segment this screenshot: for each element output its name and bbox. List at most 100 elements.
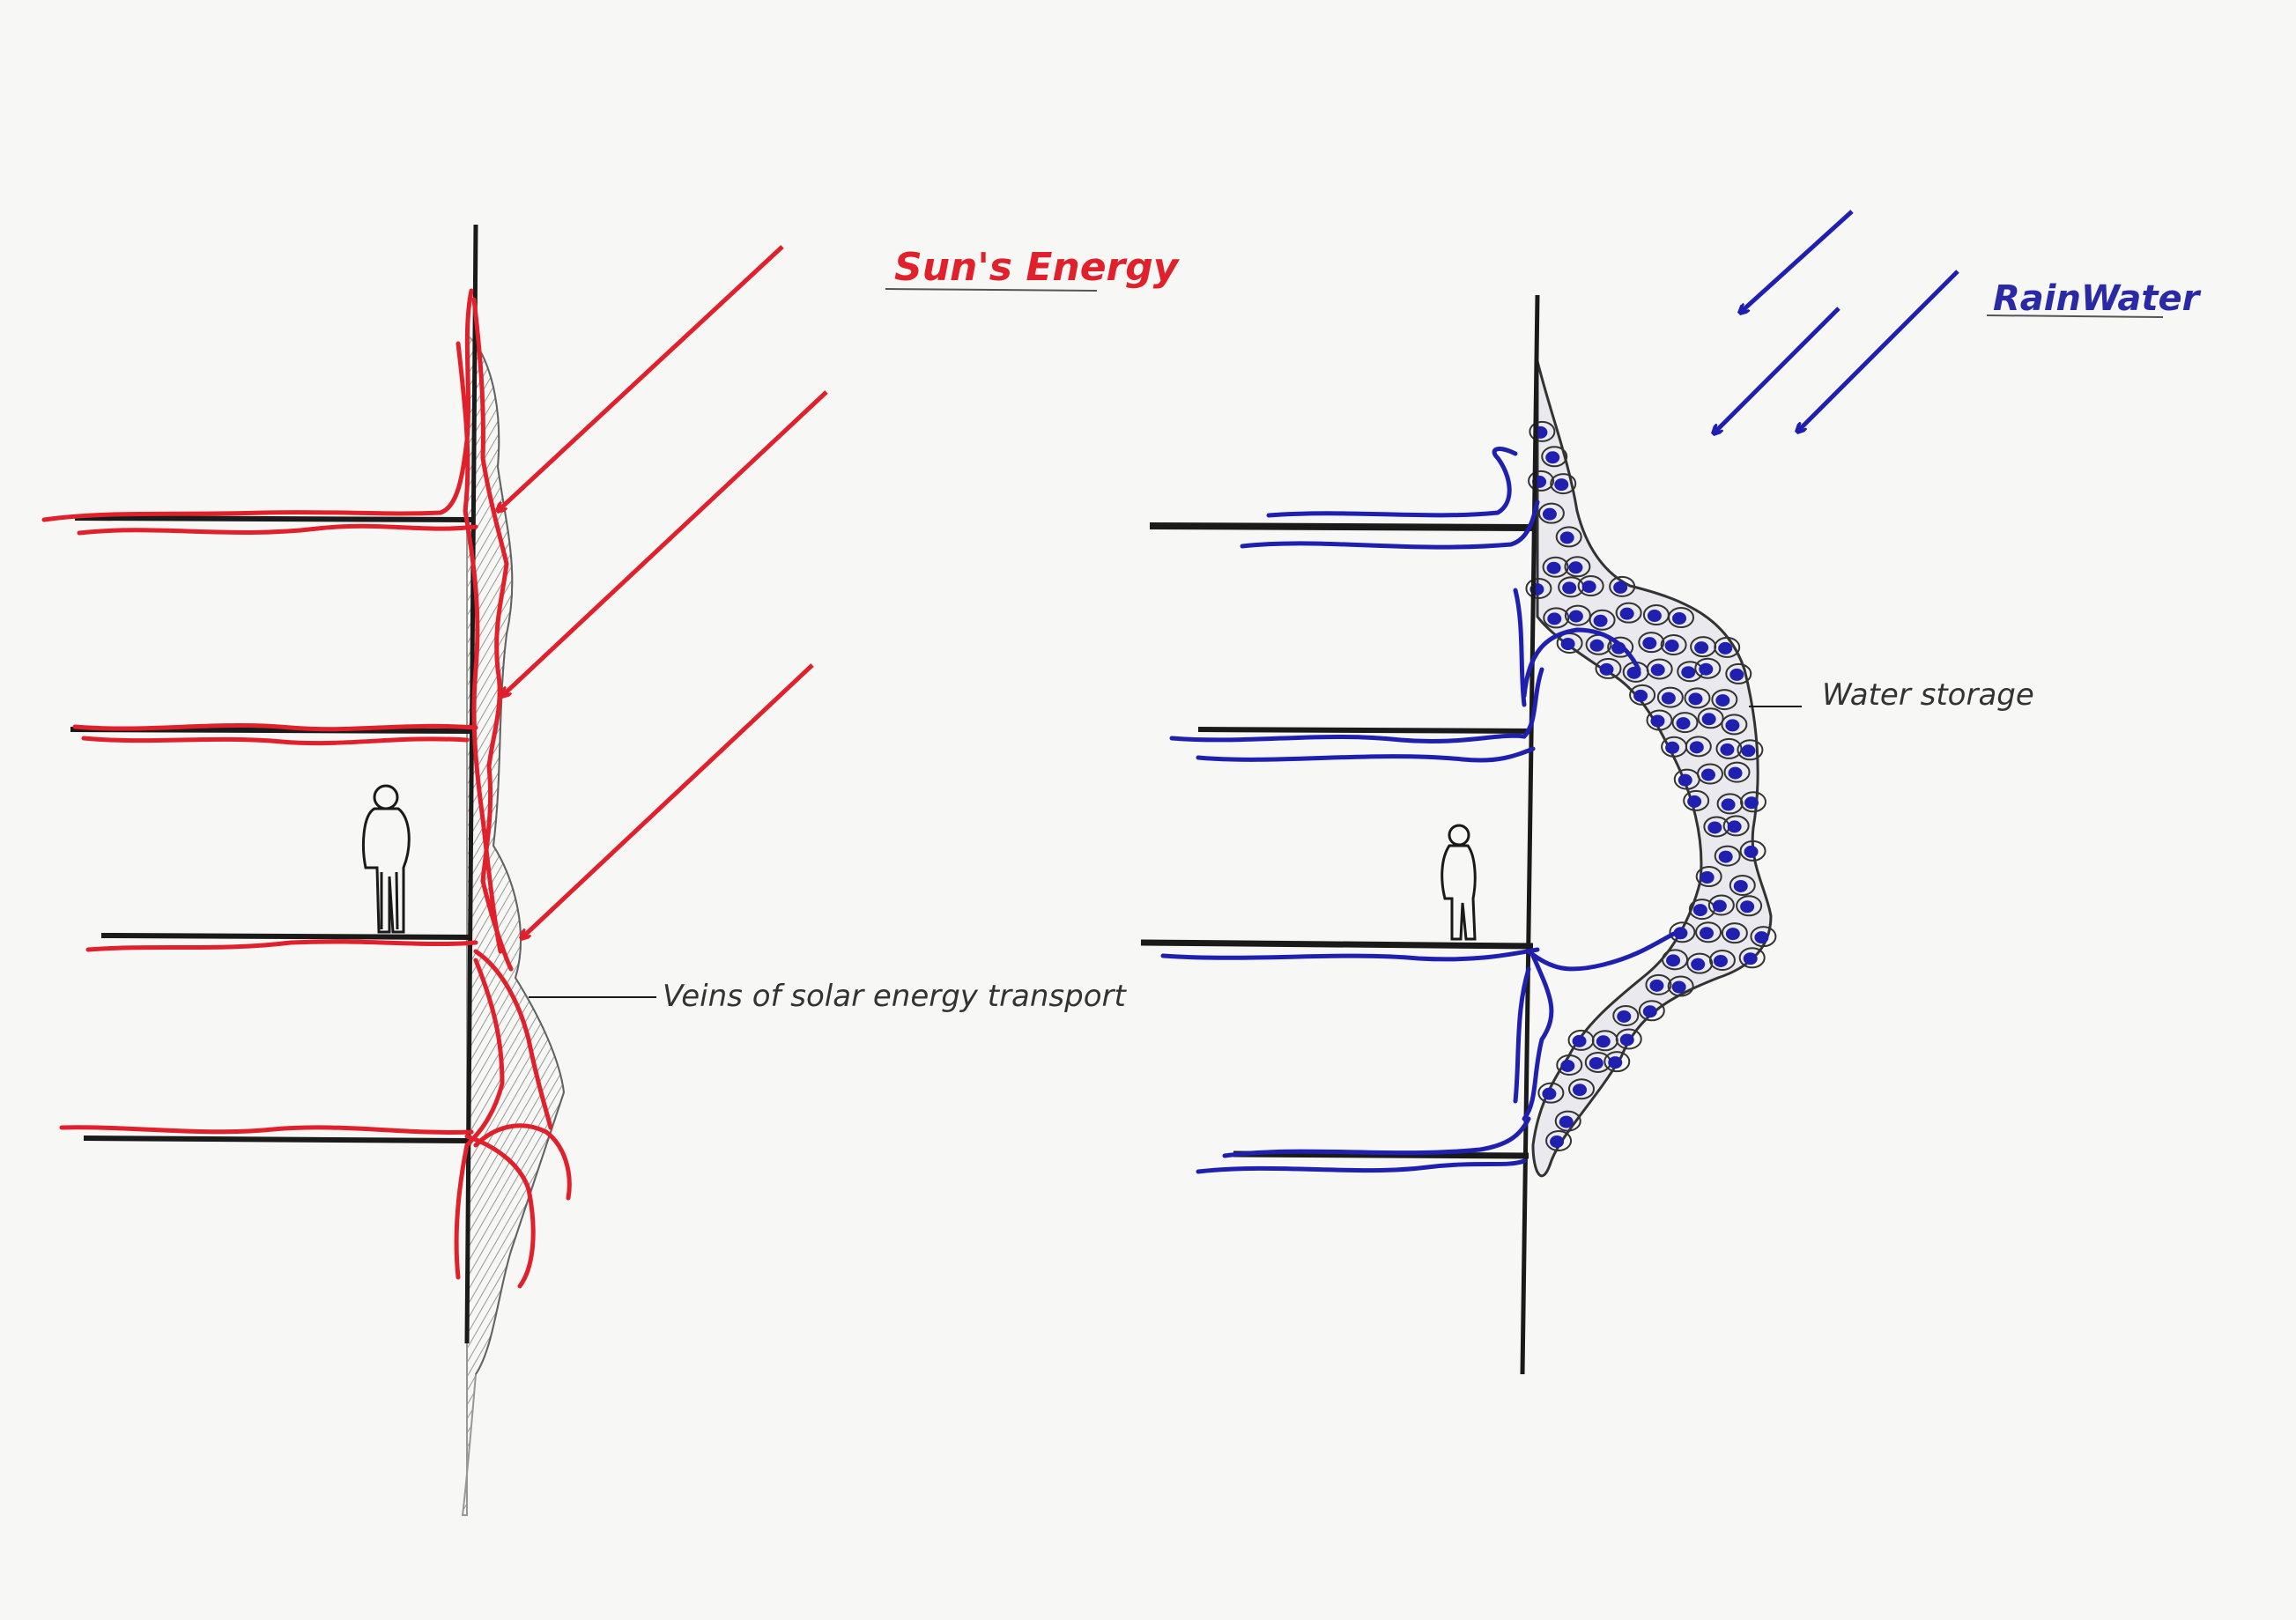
- water-cell-drop: [1589, 1056, 1603, 1069]
- water-cell-outline: [1723, 761, 1751, 783]
- water-cell-outline: [1671, 712, 1699, 734]
- water-cell-drop: [1619, 607, 1634, 620]
- water-cell-outline: [1528, 470, 1555, 492]
- water-cell-drop: [1692, 904, 1707, 917]
- water-cell-outline: [1555, 526, 1582, 548]
- solar-veins: [41, 288, 572, 1289]
- water-cell-drop: [1664, 640, 1679, 653]
- water-cell-drop: [1608, 1056, 1623, 1069]
- water-cell-outline: [1607, 636, 1634, 658]
- water-cell-drop: [1560, 637, 1575, 650]
- water-cell-drop: [1725, 719, 1740, 732]
- water-cell-outline: [1684, 687, 1711, 709]
- solar-floor-slab-1: [74, 515, 472, 522]
- water-cell-outline: [1638, 1000, 1665, 1022]
- water-cell-outline: [1545, 1130, 1573, 1152]
- water-cell-drop: [1581, 581, 1596, 594]
- rain-arrow-2: [1714, 307, 1841, 433]
- water-cell-outline: [1715, 737, 1743, 759]
- water-cell-outline: [1609, 575, 1636, 597]
- solar-facade-wall: [464, 224, 478, 1344]
- water-cell-drop: [1596, 1035, 1611, 1048]
- water-storage-body: [1531, 360, 1773, 1178]
- water-cells: [1525, 420, 1777, 1152]
- solar-panel: [41, 224, 1098, 1516]
- water-cell-outline: [1686, 952, 1714, 974]
- sun-ray-3: [522, 663, 814, 938]
- water-cell-drop: [1721, 798, 1736, 811]
- water-cell-outline: [1645, 973, 1672, 995]
- rain-arrows: [1714, 210, 1959, 433]
- water-cell-drop: [1550, 1135, 1565, 1149]
- water-cell-drop: [1619, 1033, 1634, 1047]
- water-cell-outline: [1638, 632, 1665, 654]
- water-annotation: Water storage: [1822, 677, 2034, 713]
- water-cell-drop: [1673, 927, 1688, 940]
- water-cell-outline: [1612, 1004, 1640, 1026]
- water-cell-outline: [1529, 420, 1556, 442]
- water-cell-drop: [1547, 612, 1562, 625]
- water-facade-wall: [1520, 294, 1540, 1375]
- water-cell-outline: [1537, 502, 1565, 524]
- water-cell-outline: [1721, 714, 1748, 736]
- water-cell-drop: [1559, 1115, 1574, 1128]
- rain-arrow-1: [1740, 210, 1854, 313]
- water-cell-drop: [1593, 614, 1608, 627]
- water-cell-outline: [1696, 763, 1723, 785]
- water-cell-drop: [1744, 845, 1759, 858]
- water-cell-outline: [1695, 866, 1722, 888]
- solar-floor-slab-3: [100, 933, 472, 940]
- water-cell-outline: [1669, 921, 1696, 943]
- water-veins: [1160, 447, 1677, 1174]
- water-cell-outline: [1567, 1078, 1595, 1100]
- water-cell-outline: [1737, 739, 1764, 761]
- water-cell-drop: [1718, 641, 1733, 655]
- solar-title-underline: [885, 288, 1098, 292]
- water-cell-drop: [1562, 581, 1577, 595]
- water-panel: [1140, 210, 2164, 1375]
- water-cell-outline: [1729, 874, 1756, 896]
- water-title: RainWater: [1993, 278, 2202, 319]
- water-cell-drop: [1672, 612, 1687, 625]
- water-cell-drop: [1754, 931, 1769, 944]
- water-cell-drop: [1725, 928, 1740, 941]
- water-cell-drop: [1545, 451, 1560, 464]
- water-cell-drop: [1650, 663, 1665, 677]
- water-cell-outline: [1739, 840, 1766, 862]
- water-cell-drop: [1718, 850, 1733, 863]
- water-floor-slab-3: [1140, 939, 1534, 950]
- water-cell-drop: [1617, 1010, 1632, 1023]
- water-cell-drop: [1633, 689, 1648, 702]
- water-cell-outline: [1595, 657, 1622, 679]
- rain-arrow-3: [1797, 270, 1959, 432]
- water-cell-outline: [1615, 602, 1642, 624]
- water-cell-outline: [1736, 895, 1763, 917]
- water-cell-drop: [1720, 743, 1735, 756]
- water-cell-drop: [1743, 952, 1758, 965]
- water-cell-outline: [1542, 556, 1569, 578]
- water-floor-slab-2: [1197, 727, 1534, 734]
- water-cell-drop: [1740, 900, 1755, 914]
- water-cell-drop: [1715, 694, 1730, 707]
- water-cell-outline: [1541, 446, 1568, 468]
- water-cell-outline: [1615, 1028, 1642, 1050]
- water-cell-outline: [1683, 789, 1710, 811]
- water-cell-drop: [1649, 979, 1664, 992]
- water-cell-drop: [1568, 610, 1583, 623]
- water-cell-drop: [1589, 639, 1604, 652]
- water-cell-drop: [1647, 610, 1662, 623]
- water-cell-outline: [1708, 949, 1736, 971]
- water-cell-outline: [1685, 736, 1712, 758]
- water-cell-drop: [1666, 954, 1681, 967]
- water-cell-drop: [1613, 581, 1628, 594]
- water-cell-outline: [1550, 473, 1577, 495]
- solar-title: Sun's Energy: [894, 245, 1181, 290]
- water-cell-drop: [1733, 879, 1748, 892]
- water-cell-outline: [1695, 921, 1722, 943]
- water-cell-outline: [1577, 575, 1604, 597]
- water-cell-outline: [1668, 607, 1695, 629]
- water-cell-outline: [1554, 1110, 1581, 1132]
- water-cell-drop: [1542, 1087, 1557, 1100]
- water-cell-drop: [1741, 744, 1756, 758]
